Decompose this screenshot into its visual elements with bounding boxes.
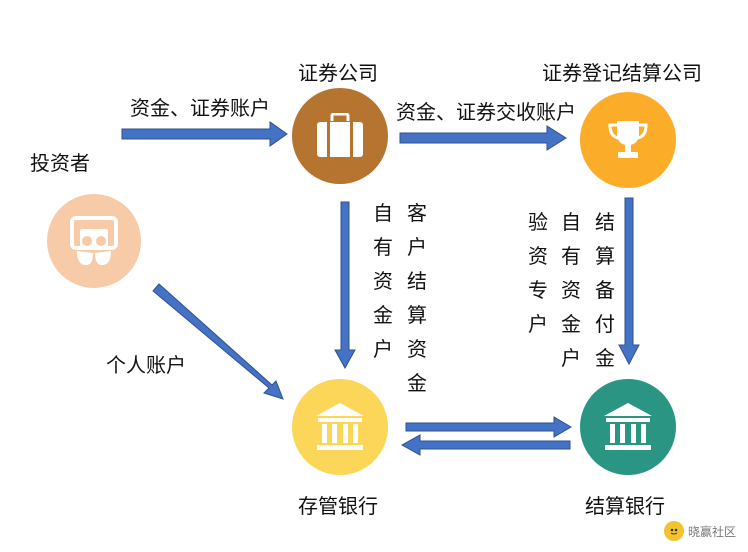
watermark: 晓赢社区 [664, 520, 736, 542]
arrow-clearing-to-settlement [618, 197, 640, 366]
investor-icon [70, 216, 118, 265]
clearing-label: 证券登记结算公司 [542, 61, 702, 85]
arrow-custody-to-settlement [405, 416, 572, 438]
watermark-text: 晓赢社区 [688, 524, 737, 539]
custody-bank-node [292, 379, 388, 475]
bank-icon [604, 403, 652, 450]
edge-label-investor-broker: 资金、证券账户 [130, 96, 270, 120]
broker-node [292, 88, 388, 184]
broker-label: 证券公司 [298, 61, 378, 85]
edge-label-investor-custody: 个人账户 [106, 353, 186, 377]
watermark-logo-icon [664, 521, 684, 541]
arrow-investor-to-custody [152, 283, 284, 400]
edge-label-own-funds-account-2: 自有资金户 [561, 210, 581, 370]
investor-label: 投资者 [30, 151, 90, 175]
bank-icon [316, 403, 364, 450]
edge-label-client-settlement-funds: 客户结算资金 [407, 201, 427, 395]
briefcase-icon [317, 113, 363, 157]
settlement-bank-label: 结算银行 [585, 494, 665, 518]
edge-label-settlement-reserve: 结算备付金 [595, 210, 615, 370]
edge-label-own-funds-account: 自有资金户 [373, 201, 393, 361]
custody-bank-label: 存管银行 [298, 494, 378, 518]
edge-label-verification-account: 验资专户 [528, 210, 548, 336]
clearing-node [580, 92, 676, 188]
investor-node [47, 194, 141, 288]
arrow-settlement-to-custody [400, 434, 571, 456]
edge-label-broker-clearing: 资金、证券交收账户 [396, 100, 576, 124]
arrow-investor-to-broker [121, 121, 288, 147]
arrow-broker-to-clearing [399, 125, 567, 151]
settlement-bank-node [580, 379, 676, 475]
arrow-broker-to-custody [334, 201, 356, 370]
trophy-icon [608, 121, 648, 158]
